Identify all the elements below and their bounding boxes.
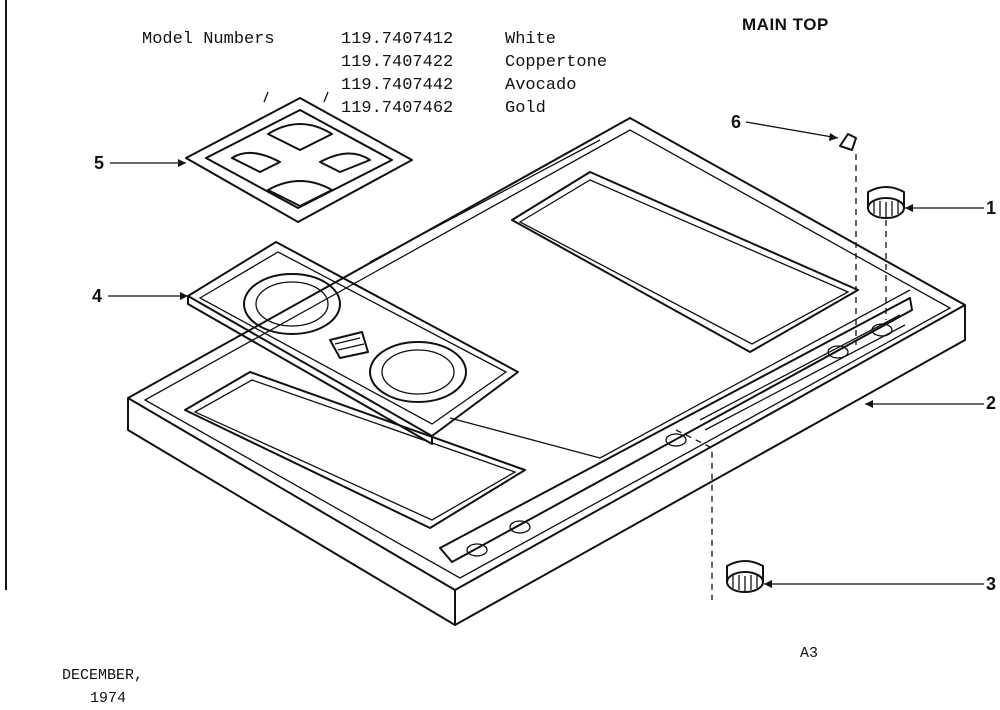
model-color: White [505, 30, 557, 49]
model-numbers-label: Model Numbers [142, 30, 275, 49]
callout-4: 4 [92, 286, 103, 306]
model-color: Coppertone [505, 53, 608, 72]
date-month: DECEMBER, [62, 667, 144, 684]
callout-1: 1 [986, 198, 997, 218]
date-year: 1974 [90, 690, 127, 707]
callout-6: 6 [731, 112, 742, 132]
model-number: 119.7407442 [341, 76, 454, 95]
callout-3: 3 [986, 574, 997, 594]
model-color: Gold [505, 99, 546, 118]
clip-6 [839, 133, 857, 151]
page-code: A3 [800, 645, 819, 662]
model-number: 119.7407462 [341, 99, 454, 118]
knob-3 [726, 560, 764, 593]
page-title: MAIN TOP [742, 15, 829, 34]
burner-panel-4 [187, 241, 519, 445]
model-number: 119.7407412 [341, 30, 454, 49]
leader-arrows [108, 121, 984, 588]
main-top-2 [127, 117, 966, 626]
knob-1 [867, 186, 905, 219]
grate-5 [185, 91, 413, 223]
callout-5: 5 [94, 153, 105, 173]
model-color: Avocado [505, 76, 577, 95]
callout-2: 2 [986, 393, 997, 413]
model-number: 119.7407422 [341, 53, 454, 72]
